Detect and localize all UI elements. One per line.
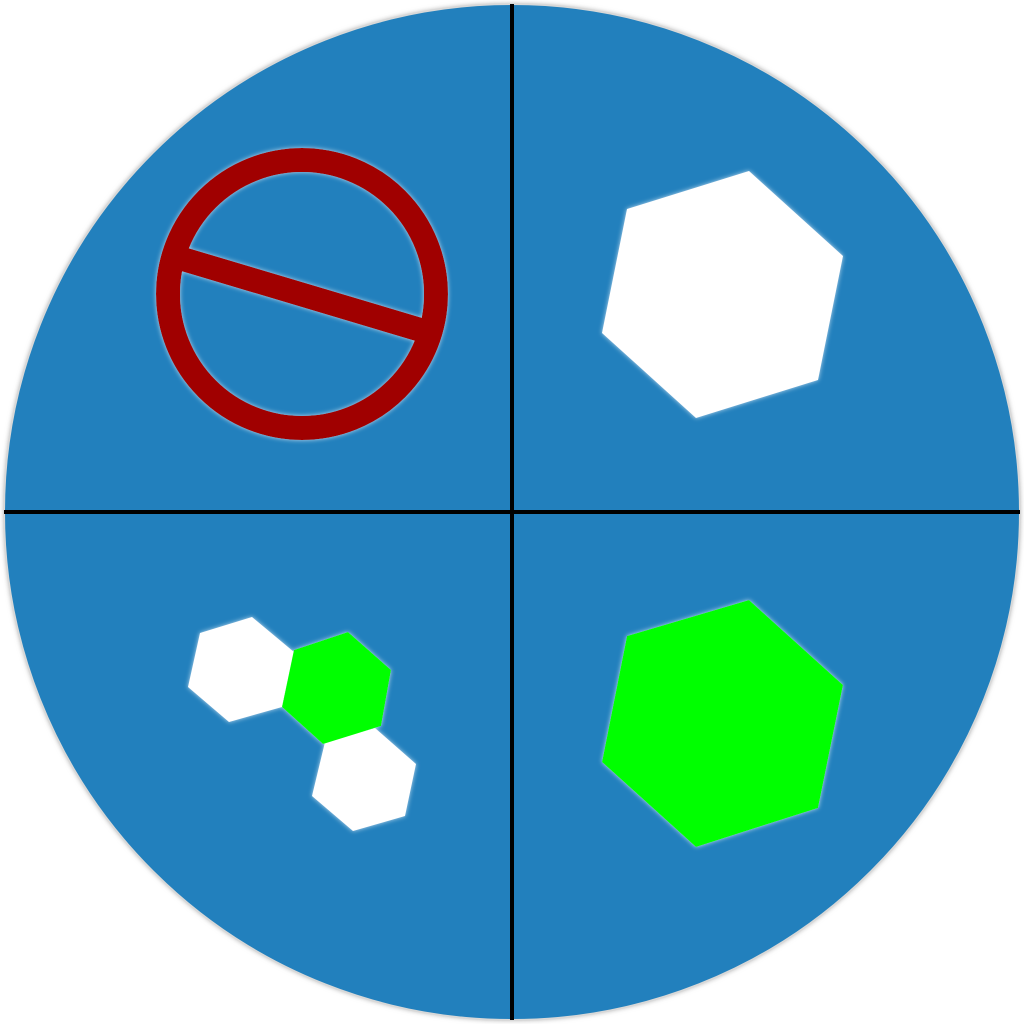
white-hexagon-icon (602, 171, 843, 418)
quadrant-bottom-right[interactable] (602, 600, 843, 847)
small-green-hexagon (282, 632, 391, 744)
green-hexagon-icon (602, 600, 843, 847)
hexagon-cluster-icon (188, 617, 416, 831)
small-white-hexagon-bottom (312, 728, 416, 831)
prohibited-bar (172, 245, 428, 343)
prohibited-icon (156, 148, 448, 440)
prohibited-ring (156, 148, 448, 440)
quadrant-top-right[interactable] (602, 171, 843, 418)
small-white-hexagon-top (188, 617, 294, 722)
quadrant-bottom-left[interactable] (188, 617, 416, 831)
quadrant-top-left[interactable] (156, 148, 448, 440)
